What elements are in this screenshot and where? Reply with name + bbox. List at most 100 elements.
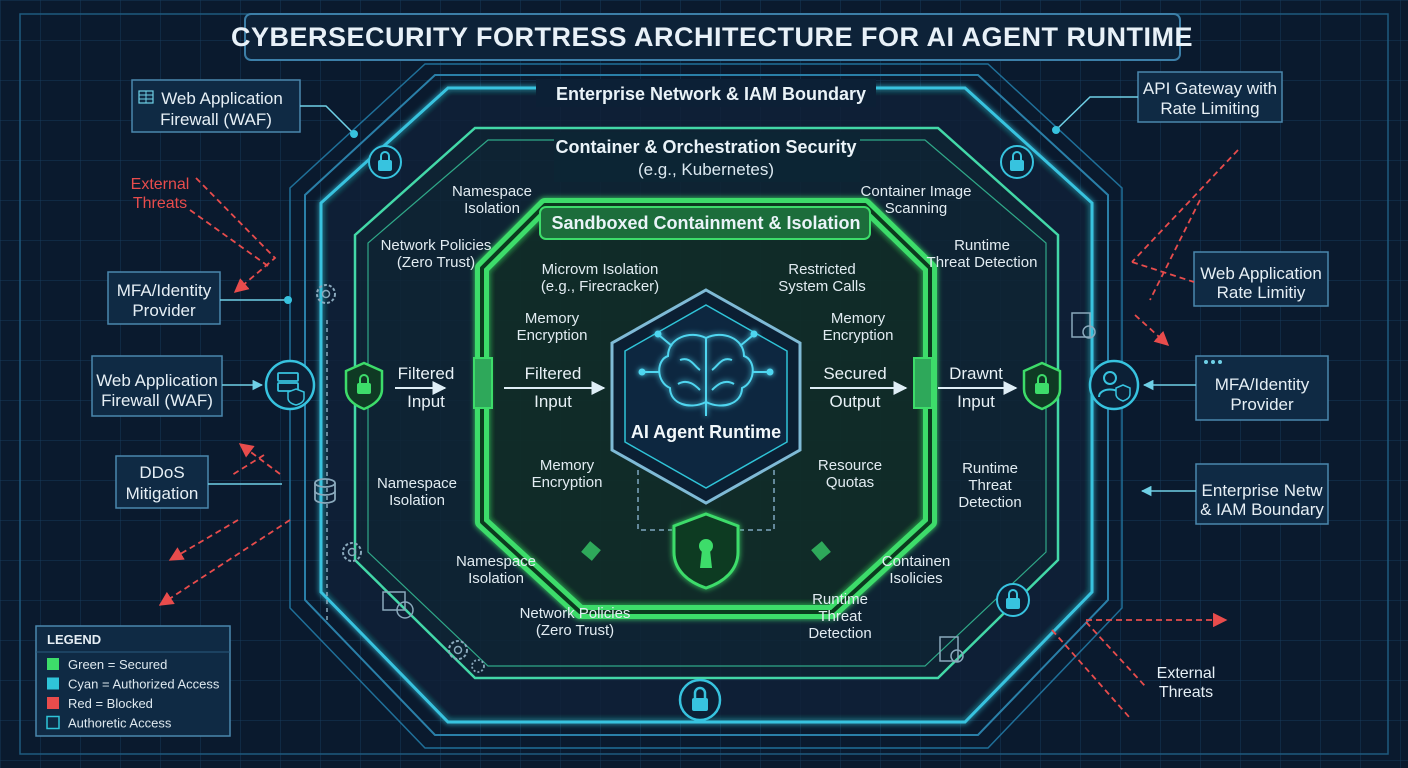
label-ns-top-l1: Namespace [452,183,532,200]
gear-icon [448,640,468,660]
label-mem-bl-l2: Encryption [532,474,603,491]
right-box-mfa-l1: MFA/Identity [1215,375,1310,394]
connector-dot [350,130,358,138]
label-microvm-l1: Microvm Isolation [542,261,659,278]
right-box-enterprise-l1: Enterprise Netw [1202,481,1324,500]
label-ns-left-l2: Isolation [389,492,445,509]
document-scan-icon [939,636,964,663]
label-ns-top-l2: Isolation [464,200,520,217]
threat-left-l2: Threats [133,195,187,212]
page-title: CYBERSECURITY FORTRESS ARCHITECTURE FOR … [231,22,1193,52]
inner-gate-br [811,541,831,561]
legend-item-label: Cyan = Authorized Access [68,677,220,692]
inner-ring-title: Sandboxed Containment & Isolation [551,213,860,233]
inner-gate-left [473,357,493,409]
middle-ring-inner-edge [367,139,1047,667]
left-box-mfa: MFA/Identity Provider [107,271,221,325]
left-box-waf-top-l2: Firewall (WAF) [160,110,272,129]
right-box-mfa-l2: Provider [1230,395,1294,414]
label-rt-top-l1: Runtime [954,237,1010,254]
middle-ring-title: Container & Orchestration Security [555,137,856,157]
label-imgscan-l2: Scanning [885,200,948,217]
legend-swatch [46,715,60,730]
lock-icon-outer-tl [368,145,402,179]
label-mem-bl-l1: Memory [540,457,595,474]
connector-waf-top [300,105,353,133]
left-box-mfa-l1: MFA/Identity [117,281,212,300]
label-microvm-l2: (e.g., Firecracker) [541,278,659,295]
flow-outer-out-l2: Input [957,392,995,411]
flow-inner-in-l1: Filtered [525,364,582,383]
label-contpol-l2: Isolicies [889,570,942,587]
brain-circuit-icon [638,330,774,416]
left-box-ddos-l1: DDoS [139,463,184,482]
flow-outer-out-l1: Drawnt [949,364,1003,383]
flow-outer-in-l2: Input [407,392,445,411]
lock-icon-outer-bottom [678,678,722,722]
inner-title-bg [539,206,871,240]
gear-icon [471,659,485,673]
lock-icon-outer-br [996,583,1030,617]
threat-right-l1: External [1157,665,1216,682]
network-map-icon [382,591,414,619]
connector-api [1057,96,1138,129]
flow-inner-out-l2: Output [829,392,880,411]
legend-swatch [47,697,59,709]
legend-item-label: Red = Blocked [68,696,153,711]
user-shield-icon [1088,359,1140,411]
left-box-waf-top-l1: Web Application [161,89,283,108]
right-box-waf-rate-l2: Rate Limitiy [1217,283,1306,302]
right-box-enterprise: Enterprise Netw & IAM Boundary [1195,463,1329,525]
label-ns-bottom-l2: Isolation [468,570,524,587]
label-mem-tl-l1: Memory [525,310,580,327]
connector-dot [284,296,292,304]
label-rt-right-l2: Threat [968,477,1012,494]
legend-swatch [47,677,59,690]
server-shield-icon [264,359,316,411]
threat-left-l1: External [131,176,190,193]
lock-icon-green-right [1022,361,1062,411]
middle-ring-subtitle: (e.g., Kubernetes) [638,160,774,179]
connector-dot [1052,126,1060,134]
threat-arrows-left-top [189,177,277,293]
window-dots-icon [1204,360,1222,364]
threat-arrows-left-bottom [158,443,291,606]
threat-arrows-right-top [1131,149,1239,346]
database-icon [314,478,336,504]
gear-icon [342,542,362,562]
left-box-ddos-l2: Mitigation [126,484,199,503]
right-box-api-l2: Rate Limiting [1160,99,1259,118]
core-label: AI Agent Runtime [631,422,781,442]
left-box-mfa-l2: Provider [132,301,196,320]
legend-item-label: Authoretic Access [68,716,172,731]
right-box-enterprise-l2: & IAM Boundary [1200,500,1324,519]
threat-arrows-right-bottom [1051,612,1228,719]
outer-ring-back [304,74,1109,736]
lock-icon-green-left [344,361,384,411]
flow-inner-in-l2: Input [534,392,572,411]
left-box-waf-l2: Firewall (WAF) [101,391,213,410]
outer-title-bg [536,79,876,107]
middle-title-bg [554,132,860,182]
legend-item-label: Green = Secured [68,657,167,672]
legend-title: LEGEND [47,632,101,647]
label-restricted-l1: Restricted [788,261,856,278]
left-box-waf-top: Web Application Firewall (WAF) [131,79,301,133]
lock-icon-outer-tr [1000,145,1034,179]
legend-swatch [47,658,59,670]
gear-icon [316,284,336,304]
document-scan-icon [1071,312,1096,339]
label-ns-bottom-l1: Namespace [456,553,536,570]
label-quotas-l2: Quotas [826,474,874,491]
right-box-api-l1: API Gateway with [1143,79,1277,98]
label-rt-bottom-l2: Threat [818,608,862,625]
label-netpol-bottom-l1: Network Policies [520,605,631,622]
right-box-waf-rate: Web Application Rate Limitiy [1193,251,1329,307]
threat-right-l2: Threats [1159,684,1213,701]
flow-inner-out-l1: Secured [823,364,886,383]
outer-ring-title: Enterprise Network & IAM Boundary [556,84,866,104]
outer-ring-edge [289,63,1123,749]
